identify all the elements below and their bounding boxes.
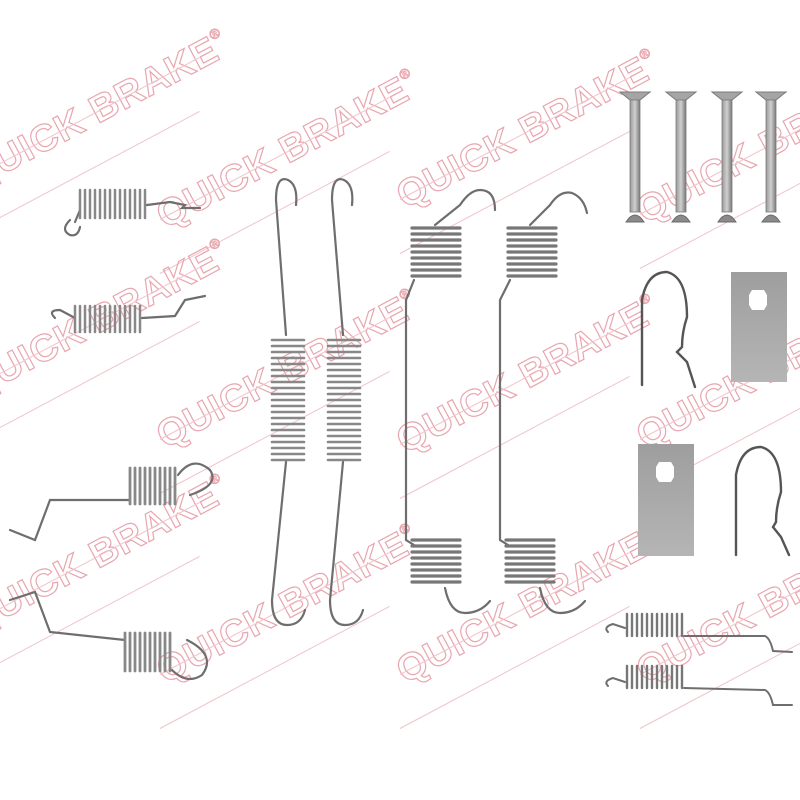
small-spring-2 bbox=[50, 294, 207, 334]
large-return-spring-2 bbox=[498, 191, 589, 615]
small-spring-1 bbox=[63, 188, 202, 237]
long-double-spring-1 bbox=[270, 178, 307, 627]
long-double-spring-2 bbox=[326, 178, 365, 627]
wire-clip-2 bbox=[734, 445, 791, 557]
tail-spring-2 bbox=[605, 664, 793, 706]
medium-spring-2 bbox=[8, 590, 209, 681]
retainer-plate-1 bbox=[731, 272, 787, 382]
medium-spring-1 bbox=[8, 462, 214, 542]
hold-down-pins bbox=[618, 91, 788, 223]
retainer-plate-2 bbox=[638, 444, 694, 556]
wire-clip-1 bbox=[640, 270, 697, 389]
tail-spring-1 bbox=[605, 612, 793, 653]
large-return-spring-1 bbox=[404, 188, 497, 615]
